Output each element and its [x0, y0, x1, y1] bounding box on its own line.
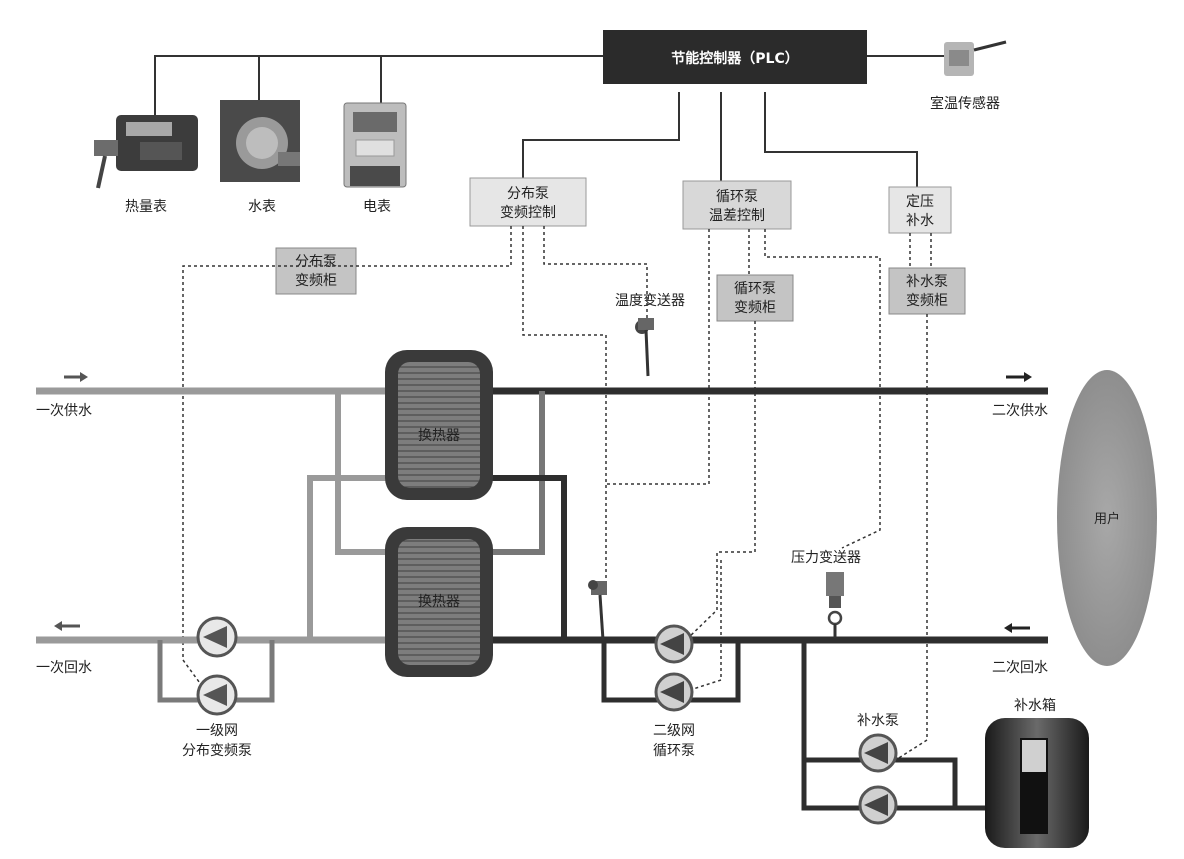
- secondary-pump-2-icon: [654, 672, 694, 712]
- plc-wiring: [154, 55, 947, 187]
- plc-controller: [603, 30, 867, 84]
- svg-text:变频柜: 变频柜: [906, 293, 948, 309]
- dist-pump-vfd-control: 分布泵 变频控制: [469, 177, 587, 227]
- pressure-makeup-control: 定压 补水: [888, 186, 952, 234]
- circ-pump-temp-diff-control: 循环泵 温差控制: [682, 180, 792, 230]
- circ-pump-vfd-cabinet: 循环泵 变频柜: [716, 274, 794, 322]
- svg-text:温差控制: 温差控制: [709, 208, 765, 224]
- room-temp-sensor-icon: [944, 40, 1007, 76]
- water-meter-label: 水表: [248, 199, 276, 215]
- primary-pump-1-icon: [196, 616, 238, 658]
- dist-pump-vfd-cabinet: 分布泵 变频柜: [275, 247, 357, 295]
- makeup-pump-1-icon: [858, 733, 898, 773]
- return-temp-probe-icon: [588, 580, 607, 641]
- primary-return-label: 一次回水: [36, 660, 92, 676]
- electric-meter-icon: [343, 102, 407, 188]
- room-sensor-label: 室温传感器: [930, 95, 1000, 112]
- primary-pump-2-icon: [196, 674, 238, 716]
- electric-meter-label: 电表: [363, 199, 391, 215]
- makeup-water-tank-icon: [985, 718, 1089, 848]
- secondary-pump-1-icon: [654, 624, 694, 664]
- secondary-pump-label-1: 二级网: [653, 723, 695, 739]
- pressure-transmitter-label: 压力变送器: [791, 550, 861, 566]
- svg-text:变频控制: 变频控制: [500, 205, 556, 221]
- heat-exchanger-lower: 换热器: [385, 527, 493, 677]
- primary-pump-label-1: 一级网: [196, 723, 238, 739]
- secondary-return-label: 二次回水: [992, 660, 1048, 676]
- heat-exchanger-upper: 换热器: [385, 350, 493, 500]
- svg-text:补水: 补水: [906, 213, 934, 229]
- svg-text:换热器: 换热器: [418, 427, 460, 444]
- makeup-tank-label: 补水箱: [1014, 698, 1056, 714]
- makeup-pump-vfd-cabinet: 补水泵 变频柜: [888, 267, 966, 315]
- heat-meter-icon: [94, 115, 198, 189]
- user-label: 用户: [1094, 511, 1120, 527]
- svg-text:循环泵: 循环泵: [734, 281, 776, 297]
- svg-text:循环泵: 循环泵: [716, 189, 758, 205]
- temp-transmitter-label: 温度变送器: [615, 293, 685, 309]
- secondary-supply-label: 二次供水: [992, 403, 1048, 419]
- user-ellipse: [1057, 370, 1157, 666]
- svg-text:分布泵: 分布泵: [295, 254, 337, 270]
- svg-text:变频柜: 变频柜: [295, 273, 337, 289]
- heat-meter-label: 热量表: [125, 199, 167, 215]
- svg-text:换热器: 换热器: [418, 593, 460, 610]
- secondary-pump-label-2: 循环泵: [653, 743, 695, 759]
- primary-supply-label: 一次供水: [36, 403, 92, 419]
- svg-text:定压: 定压: [906, 194, 934, 210]
- primary-pump-label-2: 分布变频泵: [182, 743, 252, 759]
- svg-text:补水泵: 补水泵: [906, 274, 948, 290]
- makeup-pump-2-icon: [858, 785, 898, 825]
- svg-text:变频柜: 变频柜: [734, 300, 776, 316]
- signal-dashed-lines: [182, 226, 932, 771]
- pressure-transmitter-icon: [826, 572, 844, 638]
- flow-arrows: [54, 372, 1032, 633]
- svg-text:分布泵: 分布泵: [507, 186, 549, 202]
- plc-label: 节能控制器（PLC）: [671, 50, 798, 67]
- water-meter-icon: [220, 100, 300, 182]
- temp-transmitter-icon: [635, 318, 654, 377]
- makeup-pump-label: 补水泵: [857, 713, 899, 729]
